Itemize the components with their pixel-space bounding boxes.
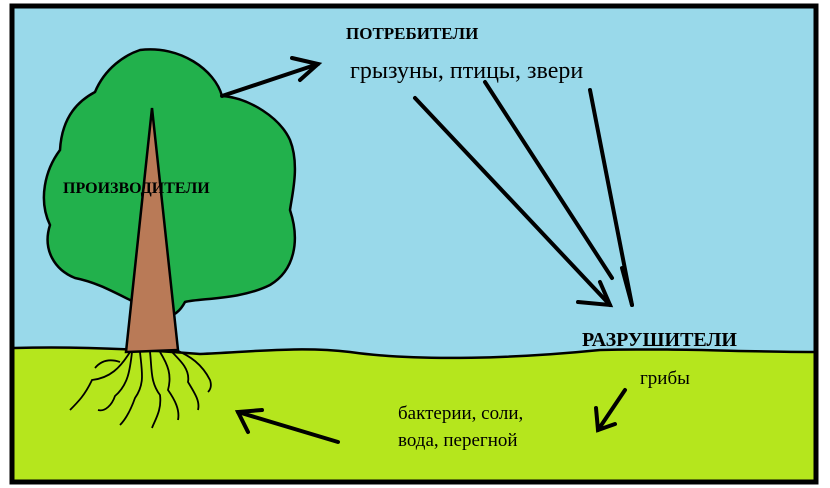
frame-border bbox=[9, 3, 819, 485]
consumers-list: грызуны, птицы, звери bbox=[350, 58, 583, 84]
decomposers-title: РАЗРУШИТЕЛИ bbox=[582, 329, 737, 351]
arrow-producers-to-consumers bbox=[220, 56, 323, 98]
arrows-consumers-to-decomposers bbox=[413, 80, 634, 308]
consumers-title: ПОТРЕБИТЕЛИ bbox=[346, 24, 478, 43]
ground bbox=[14, 347, 814, 480]
soil-line-2: вода, перегной bbox=[398, 430, 518, 451]
arrow-soil-to-producers bbox=[234, 408, 340, 444]
soil-line-1: бактерии, соли, bbox=[398, 403, 523, 424]
producers-title: ПРОИЗВОДИТЕЛИ bbox=[63, 180, 210, 197]
tree-trunk bbox=[124, 107, 180, 354]
arrow-fungi-to-soil bbox=[594, 388, 627, 433]
tree-roots bbox=[69, 349, 212, 429]
fungi-label: грибы bbox=[640, 368, 690, 389]
